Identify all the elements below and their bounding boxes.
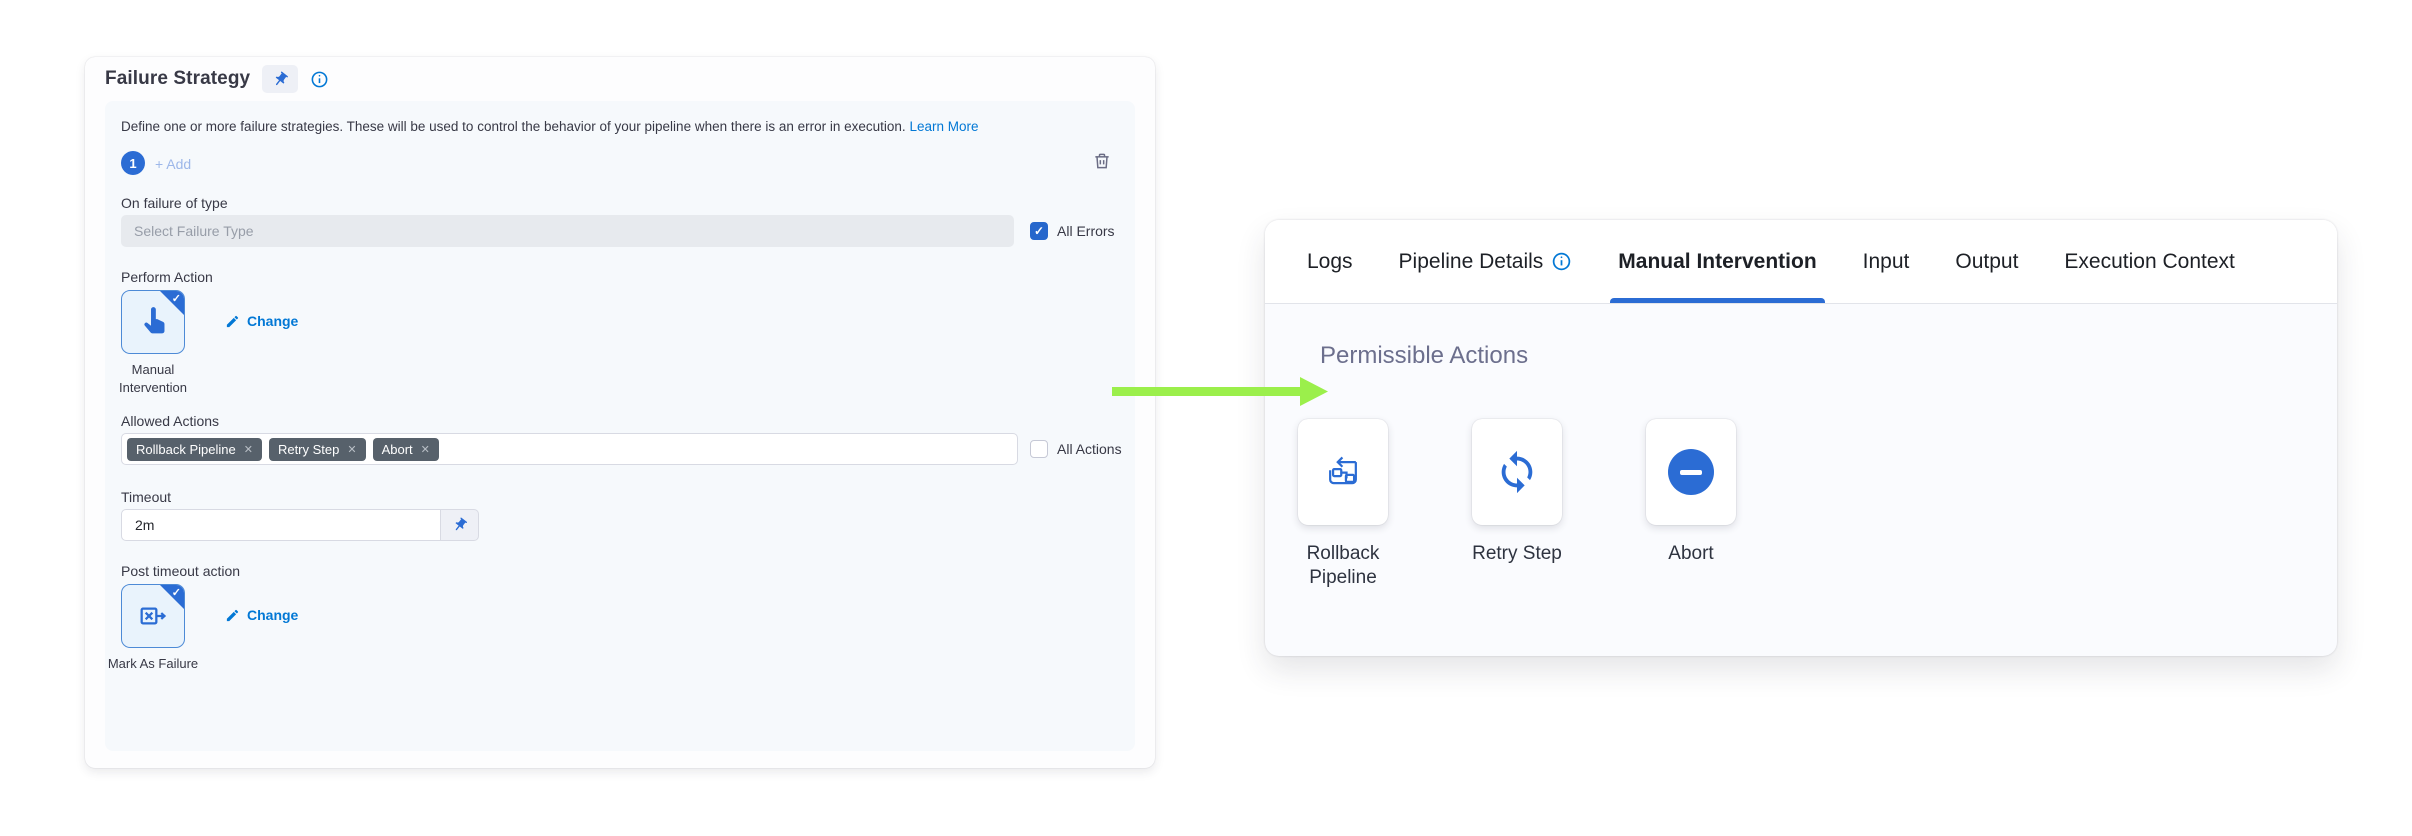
tag-retry-step[interactable]: Retry Step ✕ (268, 437, 366, 461)
abort-icon (1668, 449, 1714, 495)
pin-icon (275, 71, 288, 85)
mark-as-failure-tile[interactable]: ✓ (121, 584, 185, 648)
allowed-actions-input[interactable]: Rollback Pipeline ✕ Retry Step ✕ Abort ✕ (121, 433, 1018, 465)
mark-as-failure-caption: Mark As Failure (107, 656, 199, 671)
hand-pointer-icon (144, 307, 165, 334)
tab-label: Input (1862, 249, 1910, 273)
tab-label: Pipeline Details (1398, 249, 1544, 273)
tag-label: Retry Step (277, 441, 340, 457)
change-action-link[interactable]: Change (225, 313, 298, 329)
action-label: Abort (1668, 543, 1714, 564)
pin-button[interactable] (262, 65, 299, 93)
post-timeout-label: Post timeout action (121, 563, 241, 579)
change-label: Change (247, 313, 299, 329)
panel-title: Failure Strategy (105, 68, 251, 89)
action-label: Retry Step (1472, 543, 1562, 564)
remove-tag-icon[interactable]: ✕ (347, 443, 357, 456)
all-errors-checkbox[interactable]: ✓ All Errors (1030, 222, 1115, 240)
remove-tag-icon[interactable]: ✕ (243, 443, 253, 456)
tag-rollback-pipeline[interactable]: Rollback Pipeline ✕ (127, 437, 262, 461)
manual-intervention-tile[interactable]: ✓ (121, 290, 185, 354)
abort-button[interactable] (1646, 419, 1736, 525)
checkbox-unchecked-icon (1030, 440, 1048, 458)
tab-output[interactable]: Output (1955, 220, 2018, 303)
on-failure-label: On failure of type (121, 195, 228, 211)
add-strategy-button[interactable]: + Add (155, 156, 192, 172)
tab-logs[interactable]: Logs (1307, 220, 1353, 303)
pin-icon (455, 517, 467, 531)
selected-check-icon: ✓ (171, 587, 181, 599)
permissible-actions-row: Rollback Pipeline Retry Step Abort (1298, 419, 1736, 590)
perform-action-label: Perform Action (121, 269, 213, 285)
tag-label: Abort (381, 441, 413, 457)
tag-label: Rollback Pipeline (136, 441, 236, 457)
mark-as-failure-icon (140, 607, 167, 625)
step-details-panel: Logs Pipeline Details Manual Interventio… (1265, 220, 2337, 656)
timeout-field-group (121, 509, 479, 541)
permissible-action-abort: Abort (1646, 419, 1736, 590)
retry-icon (1501, 450, 1533, 494)
delete-strategy-button[interactable] (1091, 151, 1113, 173)
all-actions-label: All Actions (1057, 441, 1122, 457)
tab-input[interactable]: Input (1863, 220, 1910, 303)
details-tabbar: Logs Pipeline Details Manual Interventio… (1265, 220, 2337, 304)
tab-manual-intervention[interactable]: Manual Intervention (1610, 220, 1826, 303)
tab-label: Logs (1307, 249, 1353, 273)
action-label: Rollback Pipeline (1306, 543, 1380, 588)
permissible-action-retry: Retry Step (1472, 419, 1562, 590)
remove-tag-icon[interactable]: ✕ (420, 443, 430, 456)
learn-more-link[interactable]: Learn More (909, 119, 979, 134)
failure-strategy-panel: Failure Strategy Define one or more fail… (85, 57, 1155, 768)
failure-strategy-header: Failure Strategy (85, 57, 1155, 101)
all-actions-checkbox[interactable]: All Actions (1030, 440, 1122, 458)
strategy-description: Define one or more failure strategies. T… (121, 119, 1111, 134)
tab-label: Output (1955, 249, 2019, 273)
timeout-label: Timeout (121, 489, 172, 505)
timeout-pin-toggle[interactable] (441, 509, 479, 541)
tab-label: Manual Intervention (1618, 249, 1817, 273)
allowed-actions-label: Allowed Actions (121, 413, 220, 429)
tab-execution-context[interactable]: Execution Context (2064, 220, 2234, 303)
permissible-action-rollback: Rollback Pipeline (1298, 419, 1388, 590)
all-errors-label: All Errors (1057, 223, 1115, 239)
manual-intervention-caption: Manual Intervention (119, 362, 187, 395)
selected-corner (159, 291, 184, 316)
change-label: Change (247, 607, 299, 623)
pencil-icon (226, 609, 239, 621)
strategy-form: Define one or more failure strategies. T… (105, 101, 1135, 751)
trash-icon (1095, 153, 1109, 169)
permissible-actions-title: Permissible Actions (1320, 342, 1529, 369)
description-text: Define one or more failure strategies. T… (121, 119, 906, 134)
failure-type-select[interactable] (121, 215, 1014, 247)
tag-abort[interactable]: Abort ✕ (372, 437, 439, 461)
selected-check-icon: ✓ (171, 293, 181, 305)
tab-label: Execution Context (2064, 249, 2235, 273)
selected-corner (159, 585, 184, 610)
tab-pipeline-details[interactable]: Pipeline Details (1399, 220, 1573, 303)
timeout-input[interactable] (121, 509, 441, 541)
strategy-index-badge[interactable]: 1 (121, 151, 145, 175)
info-icon[interactable] (310, 70, 329, 89)
pencil-icon (226, 315, 239, 327)
annotation-arrow (1112, 377, 1328, 406)
change-post-timeout-link[interactable]: Change (225, 607, 298, 623)
info-icon[interactable] (1551, 251, 1572, 272)
rollback-pipeline-icon (1329, 456, 1357, 485)
rollback-pipeline-button[interactable] (1298, 419, 1388, 525)
checkbox-checked-icon: ✓ (1030, 222, 1048, 240)
retry-step-button[interactable] (1472, 419, 1562, 525)
